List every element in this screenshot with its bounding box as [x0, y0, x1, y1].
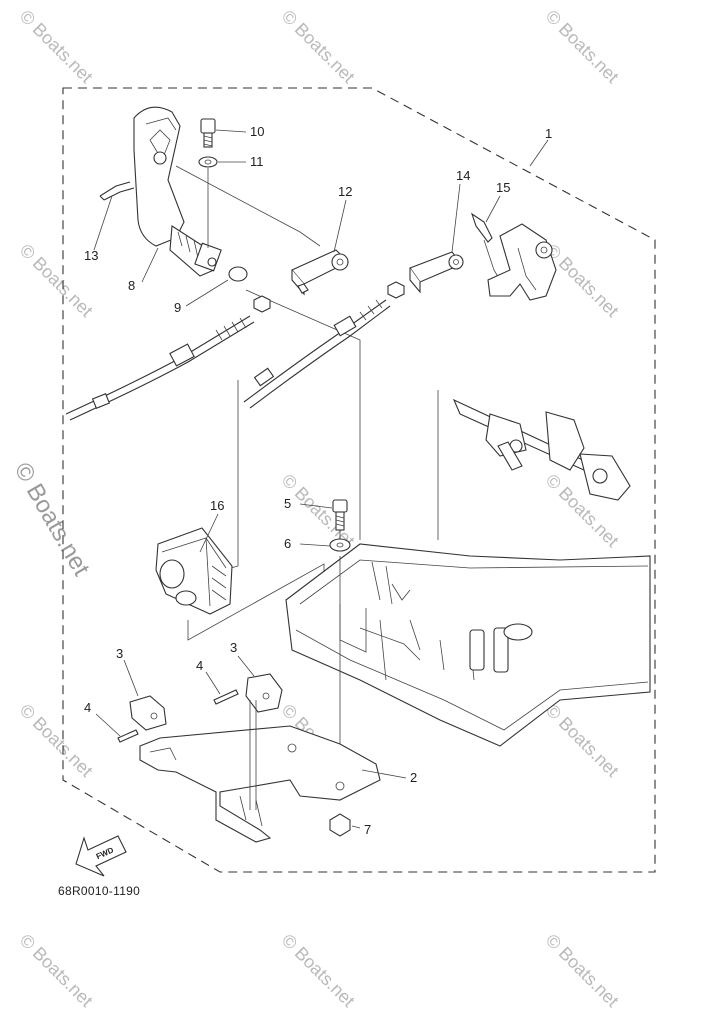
- callout-3: 3: [230, 640, 237, 655]
- callout-12: 12: [338, 184, 352, 199]
- parts-diagram: © Boats.net © Boats.net © Boats.net © Bo…: [9, 6, 656, 1011]
- part-4-pin-right: [213, 689, 239, 705]
- part-6-washer: [329, 538, 351, 552]
- shift-rod-assembly: [437, 390, 631, 540]
- part-2-bracket: [139, 725, 381, 843]
- callout-5: 5: [284, 496, 291, 511]
- assembly-boundary: [62, 87, 656, 873]
- callout-1: 1: [545, 126, 552, 141]
- part-15-clip: [470, 212, 493, 243]
- shift-lever-bracket: [487, 223, 557, 301]
- throttle-cable: [65, 315, 255, 421]
- part-13-clip: [99, 181, 135, 201]
- part-4-pin-left: [117, 729, 139, 743]
- part-3-clamp-left: [129, 695, 167, 731]
- part-3-clamp-right: [245, 673, 283, 713]
- part-8-lever-housing: [133, 106, 222, 277]
- part-7-nut: [329, 813, 351, 837]
- part-16-grommet: [155, 527, 233, 615]
- callout-13: 13: [84, 248, 98, 263]
- part-5-bolt: [332, 499, 348, 531]
- part-9-oring: [228, 266, 248, 282]
- part-11-washer: [198, 156, 218, 168]
- part-10-bolt: [200, 118, 216, 148]
- callout-9: 9: [174, 300, 181, 315]
- part-14-cable-joint: [409, 251, 464, 294]
- callout-4: 4: [196, 658, 203, 673]
- callout-2: 2: [410, 770, 417, 785]
- lower-cowling: [285, 543, 651, 747]
- callout-14: 14: [456, 168, 470, 183]
- callout-15: 15: [496, 180, 510, 195]
- callout-4: 4: [84, 700, 91, 715]
- callout-16: 16: [210, 498, 224, 513]
- callout-10: 10: [250, 124, 264, 139]
- callout-8: 8: [128, 278, 135, 293]
- figure-code: 68R0010-1190: [58, 884, 141, 898]
- exploded-view: FWD 1 2 3 3 4 4 5: [62, 87, 656, 877]
- callout-7: 7: [364, 822, 371, 837]
- shift-cable: [243, 299, 391, 409]
- callout-11: 11: [250, 154, 264, 169]
- fwd-arrow-icon: FWD: [75, 835, 127, 877]
- callout-3: 3: [116, 646, 123, 661]
- callout-6: 6: [284, 536, 291, 551]
